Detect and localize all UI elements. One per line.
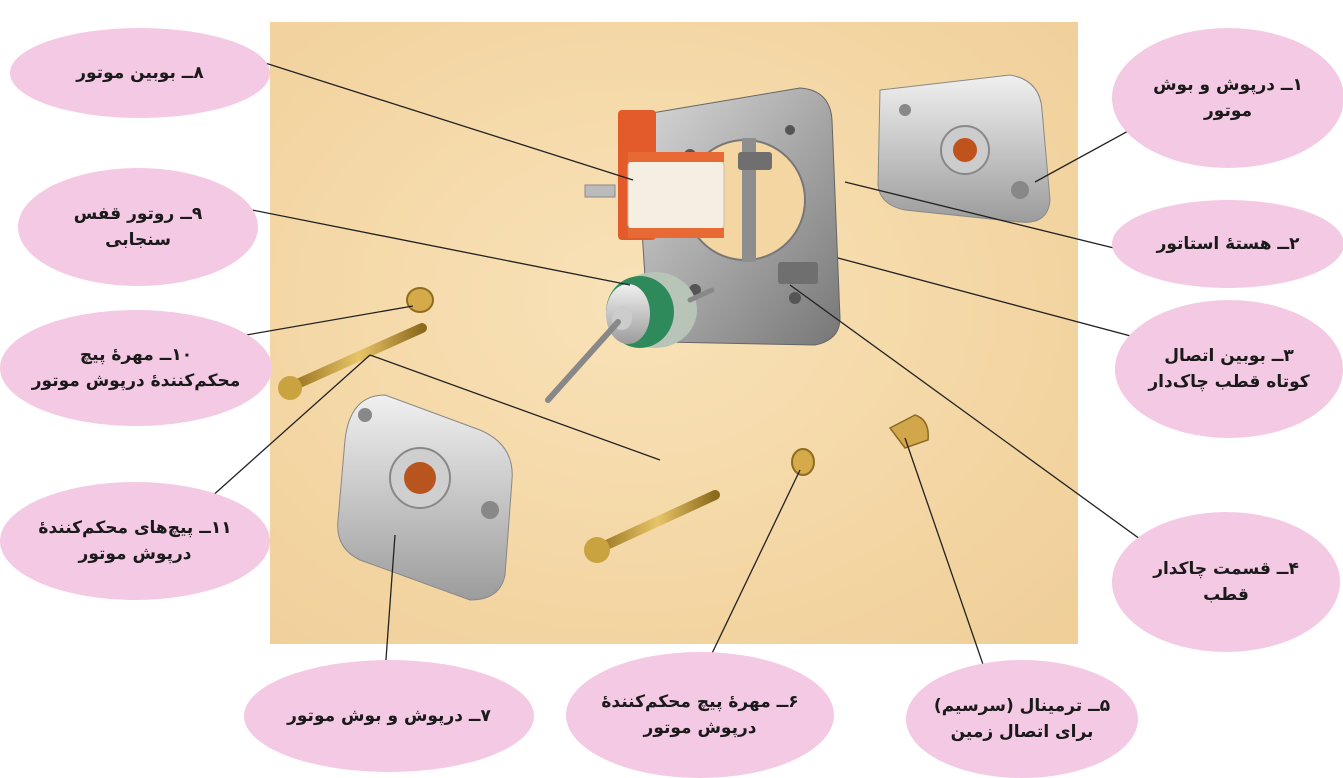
nut-top <box>407 288 433 312</box>
label-shading-coil: ۳ــ بوبین اتصال کوتاه قطب چاک‌دار <box>1115 300 1343 438</box>
label-motor-cap-and-bush: ۱ــ درپوش و بوش موتور <box>1112 28 1343 168</box>
label-motor-cap-and-bush-2: ۷ــ درپوش و بوش موتور <box>244 660 534 772</box>
label-squirrel-cage-rotor: ۹ــ روتور قفس سنجابی <box>18 168 258 286</box>
nut-bottom <box>792 449 814 475</box>
label-ground-terminal: ۵ــ ترمینال (سرسیم) برای اتصال زمین <box>906 660 1138 778</box>
label-stator-core: ۲ــ هستهٔ استاتور <box>1112 200 1343 288</box>
label-cap-fixing-screws: ۱۱ــ پیچ‌های محکم‌کنندهٔ درپوش موتور <box>0 482 270 600</box>
label-cap-screw-nut: ۱۰ــ مهرهٔ پیچ محکم‌کنندهٔ درپوش موتور <box>0 310 272 426</box>
label-cap-fixing-nut: ۶ــ مهرهٔ پیچ محکم‌کنندهٔ درپوش موتور <box>566 652 834 778</box>
label-motor-coil: ۸ــ بوبین موتور <box>10 28 270 118</box>
end-cap-top <box>878 75 1050 222</box>
label-shaded-pole: ۴ــ قسمت چاکدار قطب <box>1112 512 1340 652</box>
